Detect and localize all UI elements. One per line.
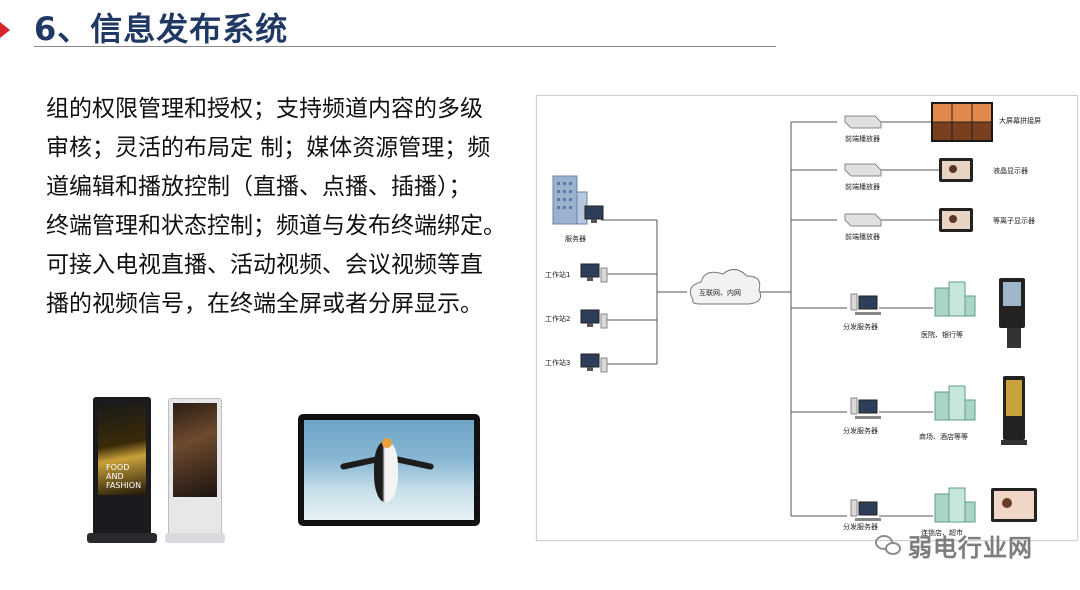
workstation-icon [580, 353, 608, 373]
connection-lines [601, 121, 939, 517]
penguin-wing [393, 455, 435, 471]
player-device-icon [844, 115, 882, 129]
display-label: 大屏幕拼接屏 [999, 117, 1041, 125]
server-label: 服务器 [565, 235, 586, 243]
distribution-server-icon [850, 397, 881, 419]
kiosk-base [165, 533, 225, 543]
cloud-icon [689, 269, 762, 305]
network-diagram: 服务器 工作站1 工作站2 工作站3 互联网、内网 前端播放器 前端播放器 前端… [536, 95, 1078, 541]
description-line: 道编辑和播放控制（直播、点播、插播）； [46, 174, 472, 200]
display-screen [304, 420, 474, 520]
penguin-head [382, 438, 392, 448]
player-device-icon [844, 163, 882, 177]
distribution-server-icon [850, 499, 881, 521]
watermark: 弱电行业网 [875, 528, 1033, 563]
workstation-icon [580, 309, 608, 329]
store-building-icon [934, 487, 976, 523]
description-line: 可接入电视直播、活动视频、会议视频等直 [46, 252, 483, 278]
hospital-building-icon [934, 281, 976, 317]
watermark-text: 弱电行业网 [908, 534, 1033, 562]
workstation-label: 工作站1 [545, 271, 571, 279]
chat-bubble-icon [875, 534, 903, 557]
network-label: 互联网、内网 [699, 289, 741, 297]
kiosk-screen [173, 403, 217, 497]
site-label: 连锁店、超市 [921, 529, 963, 537]
distribution-server-icon [850, 293, 881, 315]
description-line: 组的权限管理和授权；支持频道内容的多级 [46, 96, 483, 122]
mall-building-icon [934, 385, 976, 421]
player-label: 前端播放器 [845, 135, 880, 143]
wall-display-icon [991, 488, 1037, 522]
page-title: 6、信息发布系统 [34, 10, 289, 48]
workstation-label: 工作站2 [545, 315, 571, 323]
plasma-display-icon [939, 208, 973, 232]
server-icon [552, 175, 604, 225]
diagram-svg [552, 102, 1037, 523]
title-arrow-icon [0, 22, 10, 38]
display-label: 等离子显示器 [993, 217, 1035, 225]
description-text: 组的权限管理和授权；支持频道内容的多级 审核；灵活的布局定 制；媒体资源管理；频… [46, 90, 530, 324]
penguin-image [374, 442, 398, 502]
lcd-display-icon [939, 158, 973, 182]
description-line: 终端管理和状态控制；频道与发布终端绑定。 [46, 213, 506, 239]
distribution-label: 分发服务器 [843, 427, 878, 435]
kiosk-base [87, 533, 157, 543]
site-label: 商场、酒店等等 [919, 433, 968, 441]
kiosk-terminal-icon [999, 278, 1025, 348]
title-divider [34, 46, 776, 47]
kiosk-screen: FOOD AND FASHION [98, 403, 146, 495]
wall-display-image [298, 414, 480, 526]
kiosk-screen-text: FOOD AND FASHION [106, 463, 142, 490]
workstation-label: 工作站3 [545, 359, 571, 367]
kiosk-terminal-icon [1001, 376, 1027, 445]
player-device-icon [844, 213, 882, 227]
kiosk-display-image: FOOD AND FASHION [87, 397, 157, 543]
video-wall-icon [931, 102, 993, 142]
distribution-label: 分发服务器 [843, 523, 878, 531]
display-label: 液晶显示器 [993, 167, 1028, 175]
workstation-icon [580, 263, 608, 283]
site-label: 医院、银行等 [921, 331, 963, 339]
kiosk-display-image [165, 398, 225, 543]
player-label: 前端播放器 [845, 233, 880, 241]
description-line: 播的视频信号，在终端全屏或者分屏显示。 [46, 291, 483, 317]
description-line: 审核；灵活的布局定 制；媒体资源管理；频 [46, 135, 491, 161]
distribution-label: 分发服务器 [843, 323, 878, 331]
player-label: 前端播放器 [845, 183, 880, 191]
